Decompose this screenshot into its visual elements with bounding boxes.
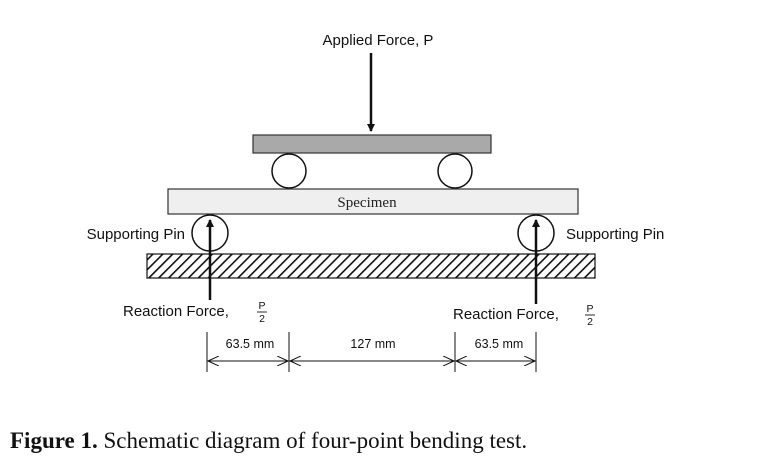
- figure-caption-text: Schematic diagram of four-point bending …: [103, 428, 528, 453]
- specimen-beam: [167, 188, 579, 215]
- reaction-force-right-fraction: P 2: [585, 303, 595, 328]
- dimension-left-label: 63.5 mm: [226, 337, 275, 351]
- supporting-pin-left-label: Supporting Pin: [87, 226, 185, 243]
- support-base: [146, 253, 596, 279]
- specimen-label: Specimen: [337, 195, 397, 211]
- figure-caption-label: Figure 1.: [10, 428, 98, 453]
- loading-bar: [252, 134, 492, 154]
- reaction-force-left-label: Reaction Force,: [123, 303, 229, 320]
- loading-pin-right: [437, 153, 473, 189]
- fraction-denominator: 2: [259, 313, 265, 325]
- dimension-center-label: 127 mm: [350, 337, 395, 351]
- dimension-right-label: 63.5 mm: [475, 337, 524, 351]
- fraction-numerator: P: [586, 303, 593, 315]
- figure-caption: Figure 1. Schematic diagram of four-poin…: [10, 428, 527, 454]
- fraction-numerator: P: [258, 300, 265, 312]
- reaction-force-left-fraction: P 2: [257, 300, 267, 325]
- fraction-denominator: 2: [587, 316, 593, 328]
- loading-pin-left: [271, 153, 307, 189]
- applied-force-label: Applied Force, P: [323, 32, 434, 49]
- reaction-force-right-label: Reaction Force,: [453, 306, 559, 323]
- supporting-pin-right-label: Supporting Pin: [566, 226, 664, 243]
